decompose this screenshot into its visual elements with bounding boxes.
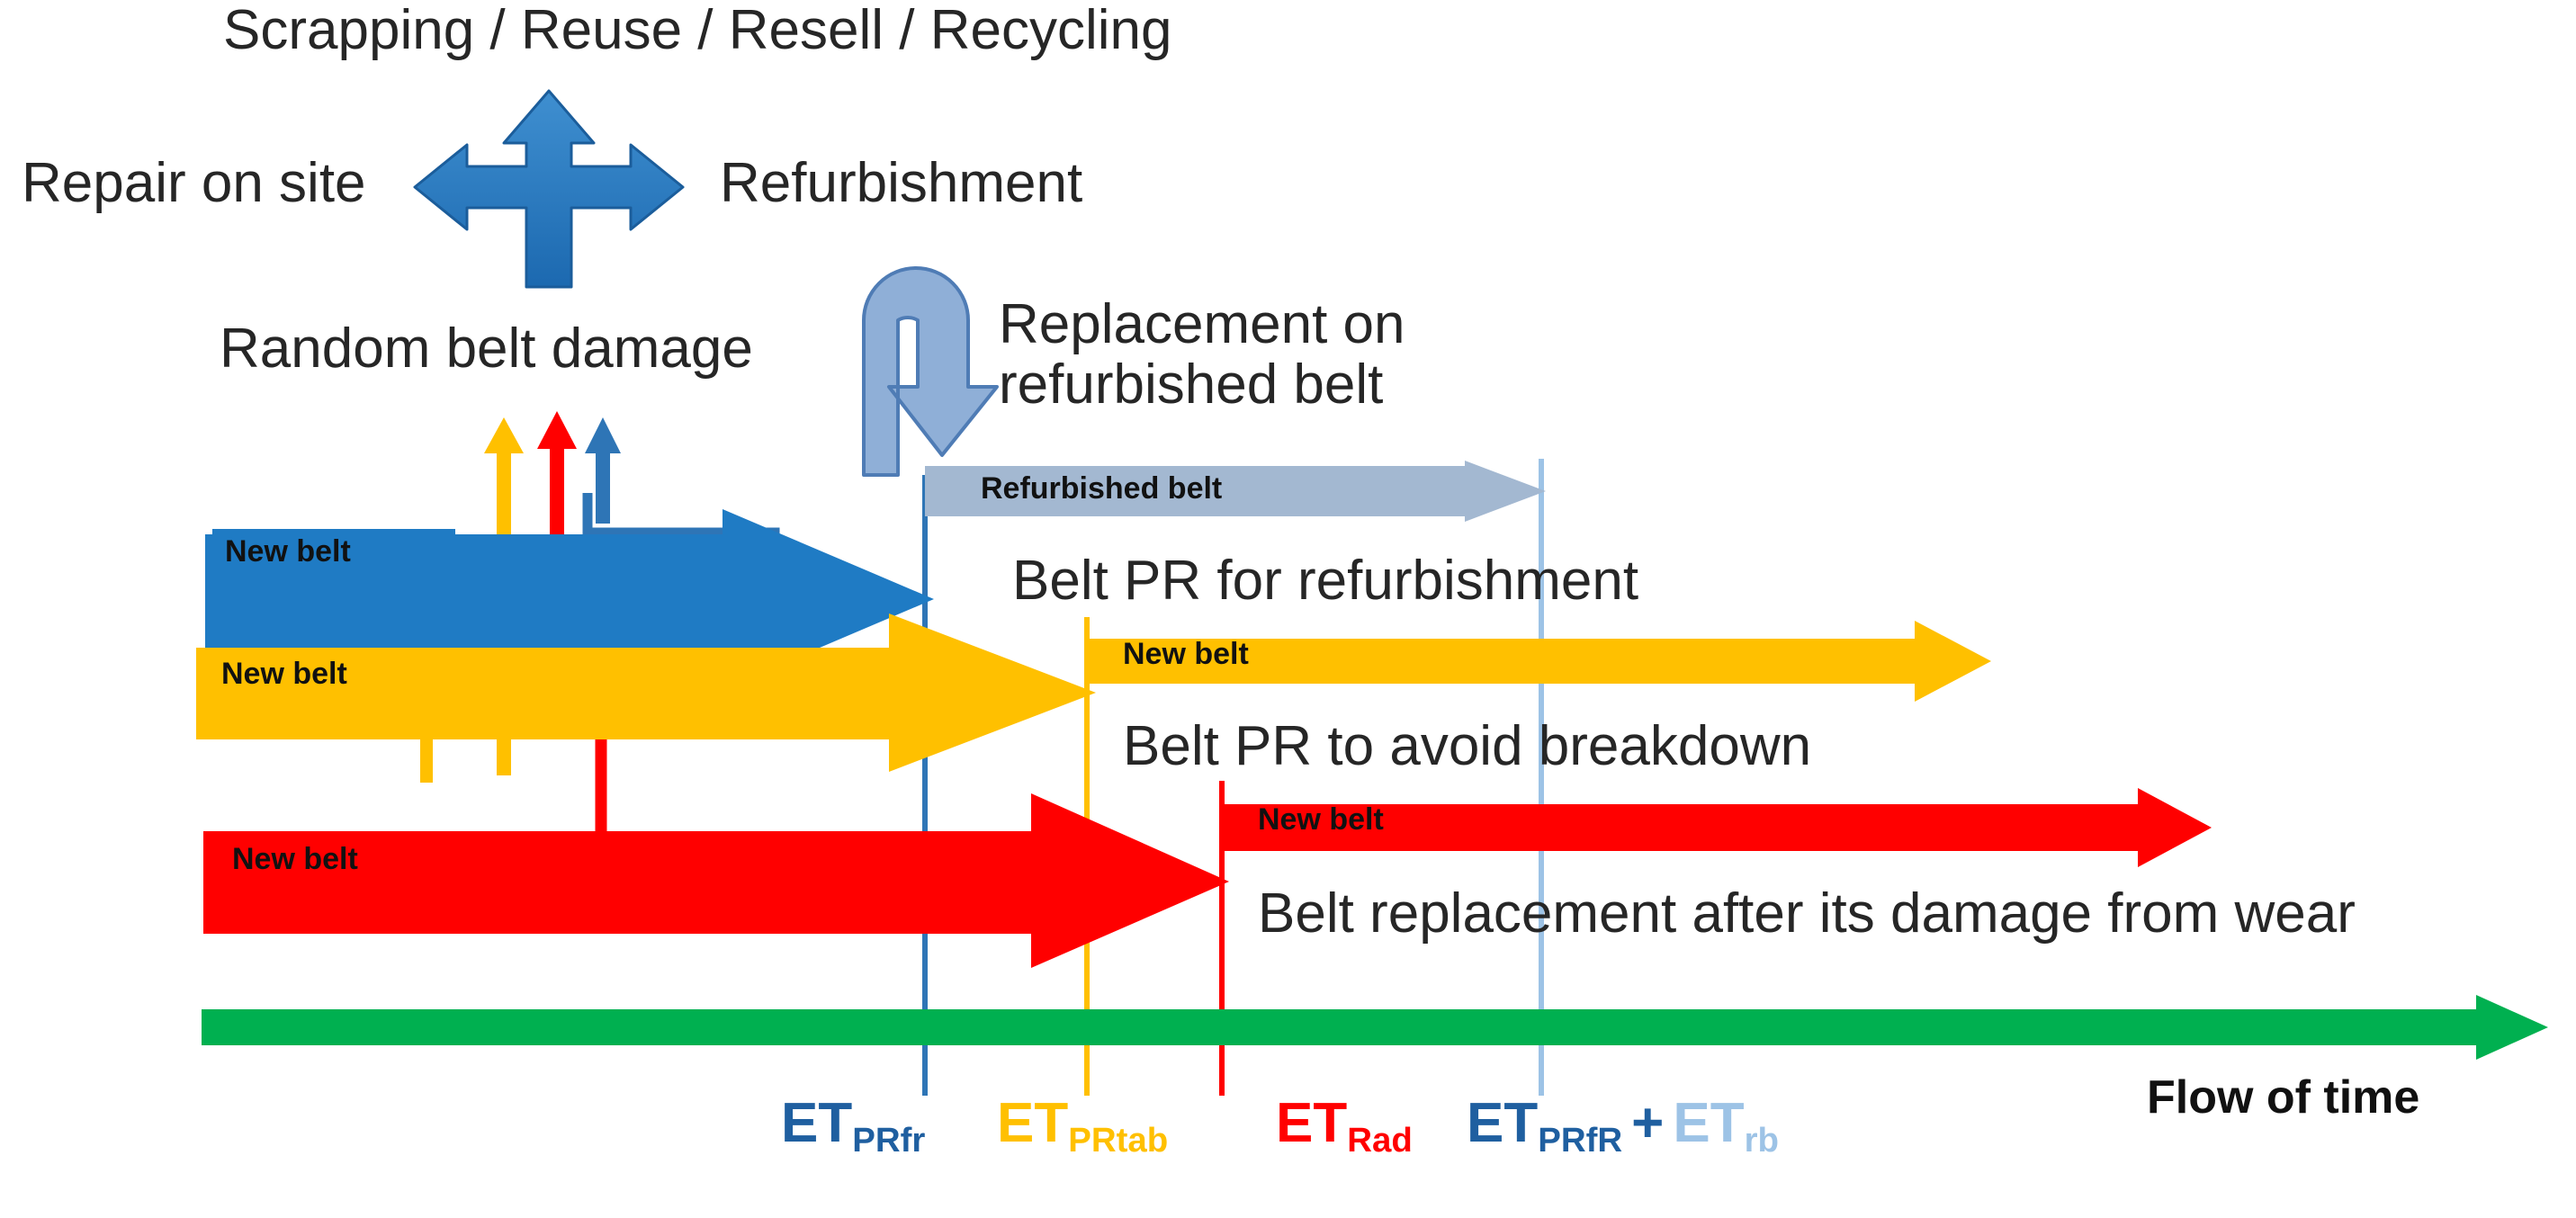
description-yellow: Belt PR to avoid breakdown [1123, 715, 1812, 777]
et-prfr2-sub: PRfR [1538, 1120, 1623, 1160]
et-prfr2-base: ET [1467, 1092, 1539, 1154]
marker-label-et-prfr: ETPRfr [781, 1096, 925, 1158]
et-prtab-base: ET [997, 1092, 1069, 1154]
belt-arrow-yellow [196, 613, 1096, 772]
replacement-line-1: Replacement on [999, 293, 1405, 355]
description-blue: Belt PR for refurbishment [1012, 550, 1639, 612]
refurbished-belt-arrow [925, 461, 1546, 522]
marker-label-et-rad: ETRad [1276, 1096, 1413, 1158]
belt-tag-yellow-label: New belt [221, 657, 347, 691]
label-random-belt-damage: Random belt damage [220, 318, 753, 380]
timeline-arrow-green [202, 995, 2548, 1060]
et-prfr-sub: PRfr [852, 1120, 926, 1160]
marker-line-et-prfr-rb [1539, 459, 1544, 1096]
et-rad-sub: Rad [1347, 1120, 1413, 1160]
belt-tag-blue [212, 529, 455, 567]
belt-tag-red-label: New belt [232, 842, 358, 876]
belt-tag-red-second-label: New belt [1258, 802, 1384, 837]
belt-tag-blue-label: New belt [225, 534, 351, 569]
belt-arrow-red-second [1222, 788, 2212, 867]
et-rad-base: ET [1276, 1092, 1348, 1154]
label-scrapping-reuse-resell-recycling: Scrapping / Reuse / Resell / Recycling [223, 0, 1172, 61]
marker-label-et-prtab: ETPRtab [997, 1096, 1168, 1158]
damage-arrow-blue-icon [585, 417, 621, 524]
plus-sign: + [1631, 1092, 1665, 1154]
refurbished-belt-label: Refurbished belt [981, 471, 1223, 506]
label-refurbishment: Refurbishment [720, 152, 1083, 214]
marker-line-et-prfr [922, 475, 928, 1096]
four-way-arrow-icon [413, 89, 685, 289]
description-red: Belt replacement after its damage from w… [1258, 882, 2356, 945]
u-turn-arrow-icon [862, 266, 999, 477]
belt-tag-red [214, 835, 484, 874]
et-prtab-sub: PRtab [1068, 1120, 1169, 1160]
label-flow-of-time: Flow of time [2147, 1071, 2420, 1124]
label-repair-on-site: Repair on site [22, 152, 366, 214]
marker-label-et-prfr-plus-rb: ETPRfR+ETrb [1467, 1096, 1779, 1158]
label-replacement-on-refurbished-belt: Replacement on refurbished belt [999, 293, 1405, 416]
belt-arrow-red [203, 793, 1229, 968]
marker-line-et-rad [1219, 781, 1225, 1096]
et-rb-sub: rb [1744, 1120, 1780, 1160]
belt-tag-yellow-second-label: New belt [1123, 637, 1249, 671]
replacement-line-2: refurbished belt [999, 353, 1384, 416]
et-rb-base: ET [1673, 1092, 1745, 1154]
et-prfr-base: ET [781, 1092, 853, 1154]
belt-arrow-yellow-second [1087, 621, 1991, 702]
belt-tag-yellow [202, 649, 472, 689]
